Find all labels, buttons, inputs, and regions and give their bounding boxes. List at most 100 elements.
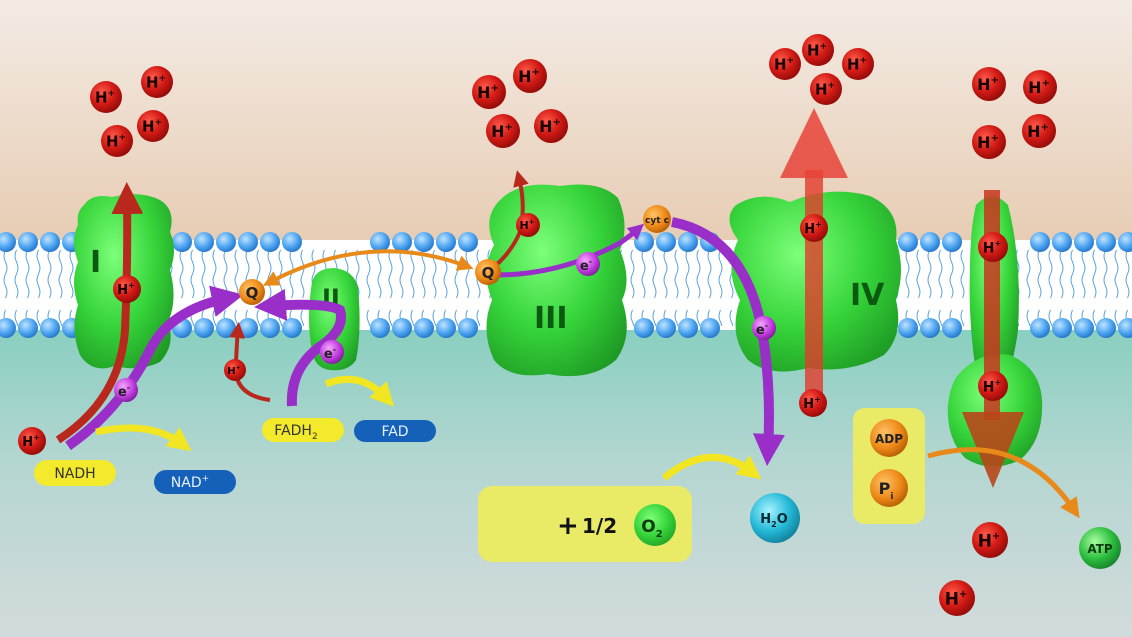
lipid-head bbox=[678, 318, 698, 338]
lipid-head bbox=[898, 232, 918, 252]
complex-i-proton-path bbox=[55, 182, 144, 444]
svg-text:H+: H+ bbox=[977, 75, 999, 94]
nadh-oxidation-arrow bbox=[95, 424, 192, 452]
proton: H+ bbox=[1022, 114, 1056, 148]
svg-text:H+: H+ bbox=[804, 220, 822, 237]
lipid-head bbox=[414, 232, 434, 252]
proton: H+ bbox=[769, 48, 801, 80]
lipid-head bbox=[392, 318, 412, 338]
svg-text:H+: H+ bbox=[807, 42, 827, 60]
svg-text:H+: H+ bbox=[106, 133, 126, 151]
protons: H+ H+ H+ H+ H+ H+ H+ H+ H+ H+ H+ H+ H+ H+ H+ H+ H+ H+ H+ H+… bbox=[18, 34, 1057, 616]
lipid-head bbox=[458, 232, 478, 252]
atp-molecule: ATP bbox=[1079, 527, 1121, 569]
phosphate-molecule: Pi bbox=[870, 469, 908, 507]
svg-text:H+: H+ bbox=[815, 81, 835, 99]
svg-text:H+: H+ bbox=[977, 133, 999, 152]
svg-text:H+: H+ bbox=[519, 218, 534, 232]
svg-text:H+: H+ bbox=[978, 531, 1001, 552]
proton: H+ bbox=[972, 67, 1006, 101]
electron-path-nadh-to-q bbox=[65, 285, 244, 451]
svg-text:H+: H+ bbox=[1028, 78, 1050, 97]
quinone-shuttle-arrow bbox=[262, 249, 474, 286]
proton: H+ bbox=[472, 75, 506, 109]
lipid-head bbox=[436, 318, 456, 338]
lipid-head bbox=[942, 232, 962, 252]
complex-iv-label: IV bbox=[850, 278, 885, 313]
lipid-head bbox=[436, 232, 456, 252]
proton: H+ bbox=[534, 109, 568, 143]
electron-path-fadh2-to-q bbox=[254, 288, 346, 407]
svg-text:FAD: FAD bbox=[381, 424, 408, 440]
lipid-head bbox=[942, 318, 962, 338]
lipid-head bbox=[194, 318, 214, 338]
svg-text:1/2: 1/2 bbox=[582, 514, 617, 538]
adp-molecule: ADP bbox=[870, 419, 908, 457]
proton: H+ bbox=[224, 359, 246, 381]
quinone-carrier-complex-iii: Q bbox=[475, 259, 501, 285]
proton: H+ bbox=[972, 125, 1006, 159]
proton: H+ bbox=[802, 34, 834, 66]
lipid-head bbox=[172, 232, 192, 252]
lipid-head bbox=[700, 318, 720, 338]
svg-text:H+: H+ bbox=[1027, 122, 1049, 141]
lipid-head bbox=[238, 318, 258, 338]
fadh2-pill: FADH2 bbox=[262, 418, 344, 442]
svg-text:e-: e- bbox=[756, 321, 768, 338]
lipid-head bbox=[634, 232, 654, 252]
lipid-head bbox=[194, 232, 214, 252]
lipid-head bbox=[18, 318, 38, 338]
proton: H+ bbox=[516, 213, 540, 237]
lipid-head bbox=[656, 318, 676, 338]
electron-1: e- bbox=[114, 378, 138, 402]
lipid-head bbox=[656, 232, 676, 252]
svg-text:+: + bbox=[557, 511, 579, 541]
cytochrome-c-carrier: cyt c bbox=[643, 205, 671, 233]
lipid-head bbox=[260, 318, 280, 338]
lipid-head bbox=[216, 232, 236, 252]
fadh2-oxidation-arrow bbox=[324, 375, 395, 407]
svg-text:H+: H+ bbox=[477, 83, 499, 102]
lipid-head bbox=[1074, 232, 1094, 252]
svg-text:e-: e- bbox=[324, 345, 336, 362]
lipid-head bbox=[678, 232, 698, 252]
svg-text:Pi: Pi bbox=[879, 479, 894, 502]
oxygen-molecule: O2 bbox=[634, 504, 676, 546]
svg-text:H+: H+ bbox=[117, 281, 135, 298]
lipid-head bbox=[260, 232, 280, 252]
lipid-head bbox=[40, 232, 60, 252]
svg-text:H+: H+ bbox=[983, 378, 1001, 395]
lipid-head bbox=[898, 318, 918, 338]
proton: H+ bbox=[810, 73, 842, 105]
lipid-heads-bottom bbox=[0, 318, 1132, 338]
svg-text:H+: H+ bbox=[847, 56, 867, 74]
proton: H+ bbox=[90, 81, 122, 113]
svg-text:cyt c: cyt c bbox=[645, 216, 669, 226]
lipid-head bbox=[1118, 232, 1132, 252]
proton: H+ bbox=[799, 389, 827, 417]
lipid-head bbox=[1052, 318, 1072, 338]
quinone-carrier: Q bbox=[239, 279, 265, 305]
lipid-head bbox=[216, 318, 236, 338]
lipid-head bbox=[920, 232, 940, 252]
lipid-head bbox=[18, 232, 38, 252]
proton: H+ bbox=[1023, 70, 1057, 104]
complex-iii-label: III bbox=[534, 301, 568, 336]
atp-formation-arrow bbox=[927, 447, 1080, 519]
oxygen-reduction-arrow bbox=[661, 453, 762, 481]
proton: H+ bbox=[842, 48, 874, 80]
lipid-head bbox=[1030, 232, 1050, 252]
lipid-head bbox=[1052, 232, 1072, 252]
svg-text:NAD+: NAD+ bbox=[171, 474, 209, 491]
svg-text:e-: e- bbox=[118, 383, 130, 400]
proton: H+ bbox=[141, 66, 173, 98]
lipid-head bbox=[392, 232, 412, 252]
svg-text:ADP: ADP bbox=[875, 432, 903, 446]
svg-text:O2: O2 bbox=[641, 517, 662, 540]
lipid-head bbox=[1096, 318, 1116, 338]
svg-text:ATP: ATP bbox=[1087, 542, 1113, 556]
lipid-head bbox=[238, 232, 258, 252]
svg-text:H+: H+ bbox=[518, 67, 540, 86]
electron-2: e- bbox=[320, 340, 344, 364]
